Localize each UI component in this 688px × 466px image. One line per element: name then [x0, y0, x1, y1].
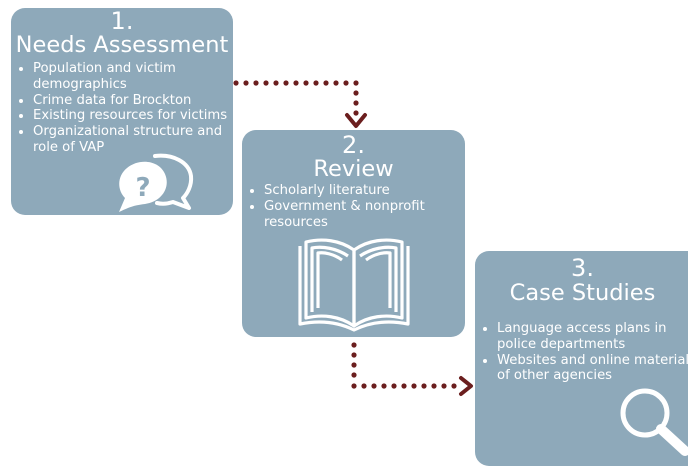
list-item: Population and victim demographics	[33, 61, 233, 93]
question-speech-bubbles-icon: ?	[119, 153, 194, 212]
open-book-icon	[298, 238, 410, 332]
connector-arrow-1-to-2	[233, 80, 367, 128]
svg-text:?: ?	[135, 173, 150, 203]
step-number: 1.	[110, 7, 134, 35]
list-item: Existing resources for victims	[33, 108, 233, 124]
list-item: Language access plans in police departme…	[497, 321, 688, 353]
list-item: Crime data for Brockton	[33, 93, 233, 109]
step-list: Scholarly literature Government & nonpro…	[242, 183, 465, 230]
list-item: Websites and online materials of other a…	[497, 353, 688, 385]
step-card-needs-assessment: 1. Needs Assessment Population and victi…	[11, 8, 233, 215]
step-list: Population and victim demographics Crime…	[11, 61, 233, 156]
list-item: Organizational structure and role of VAP	[33, 124, 233, 156]
step-list: Language access plans in police departme…	[475, 321, 688, 384]
step-title: Needs Assessment	[15, 32, 229, 58]
step-title: Case Studies	[509, 280, 656, 306]
list-item: Government & nonprofit resources	[264, 199, 465, 231]
list-item: Scholarly literature	[264, 183, 465, 199]
step-title: Review	[313, 156, 394, 182]
step-number: 2.	[342, 131, 365, 159]
step-card-review: 2. Review Scholarly literature Governmen…	[242, 130, 465, 337]
connector-arrow-2-to-3	[351, 342, 473, 396]
step-card-case-studies: 3. Case Studies Language access plans in…	[475, 251, 688, 466]
step-number: 3.	[571, 254, 594, 282]
magnifying-glass-icon	[620, 388, 688, 456]
